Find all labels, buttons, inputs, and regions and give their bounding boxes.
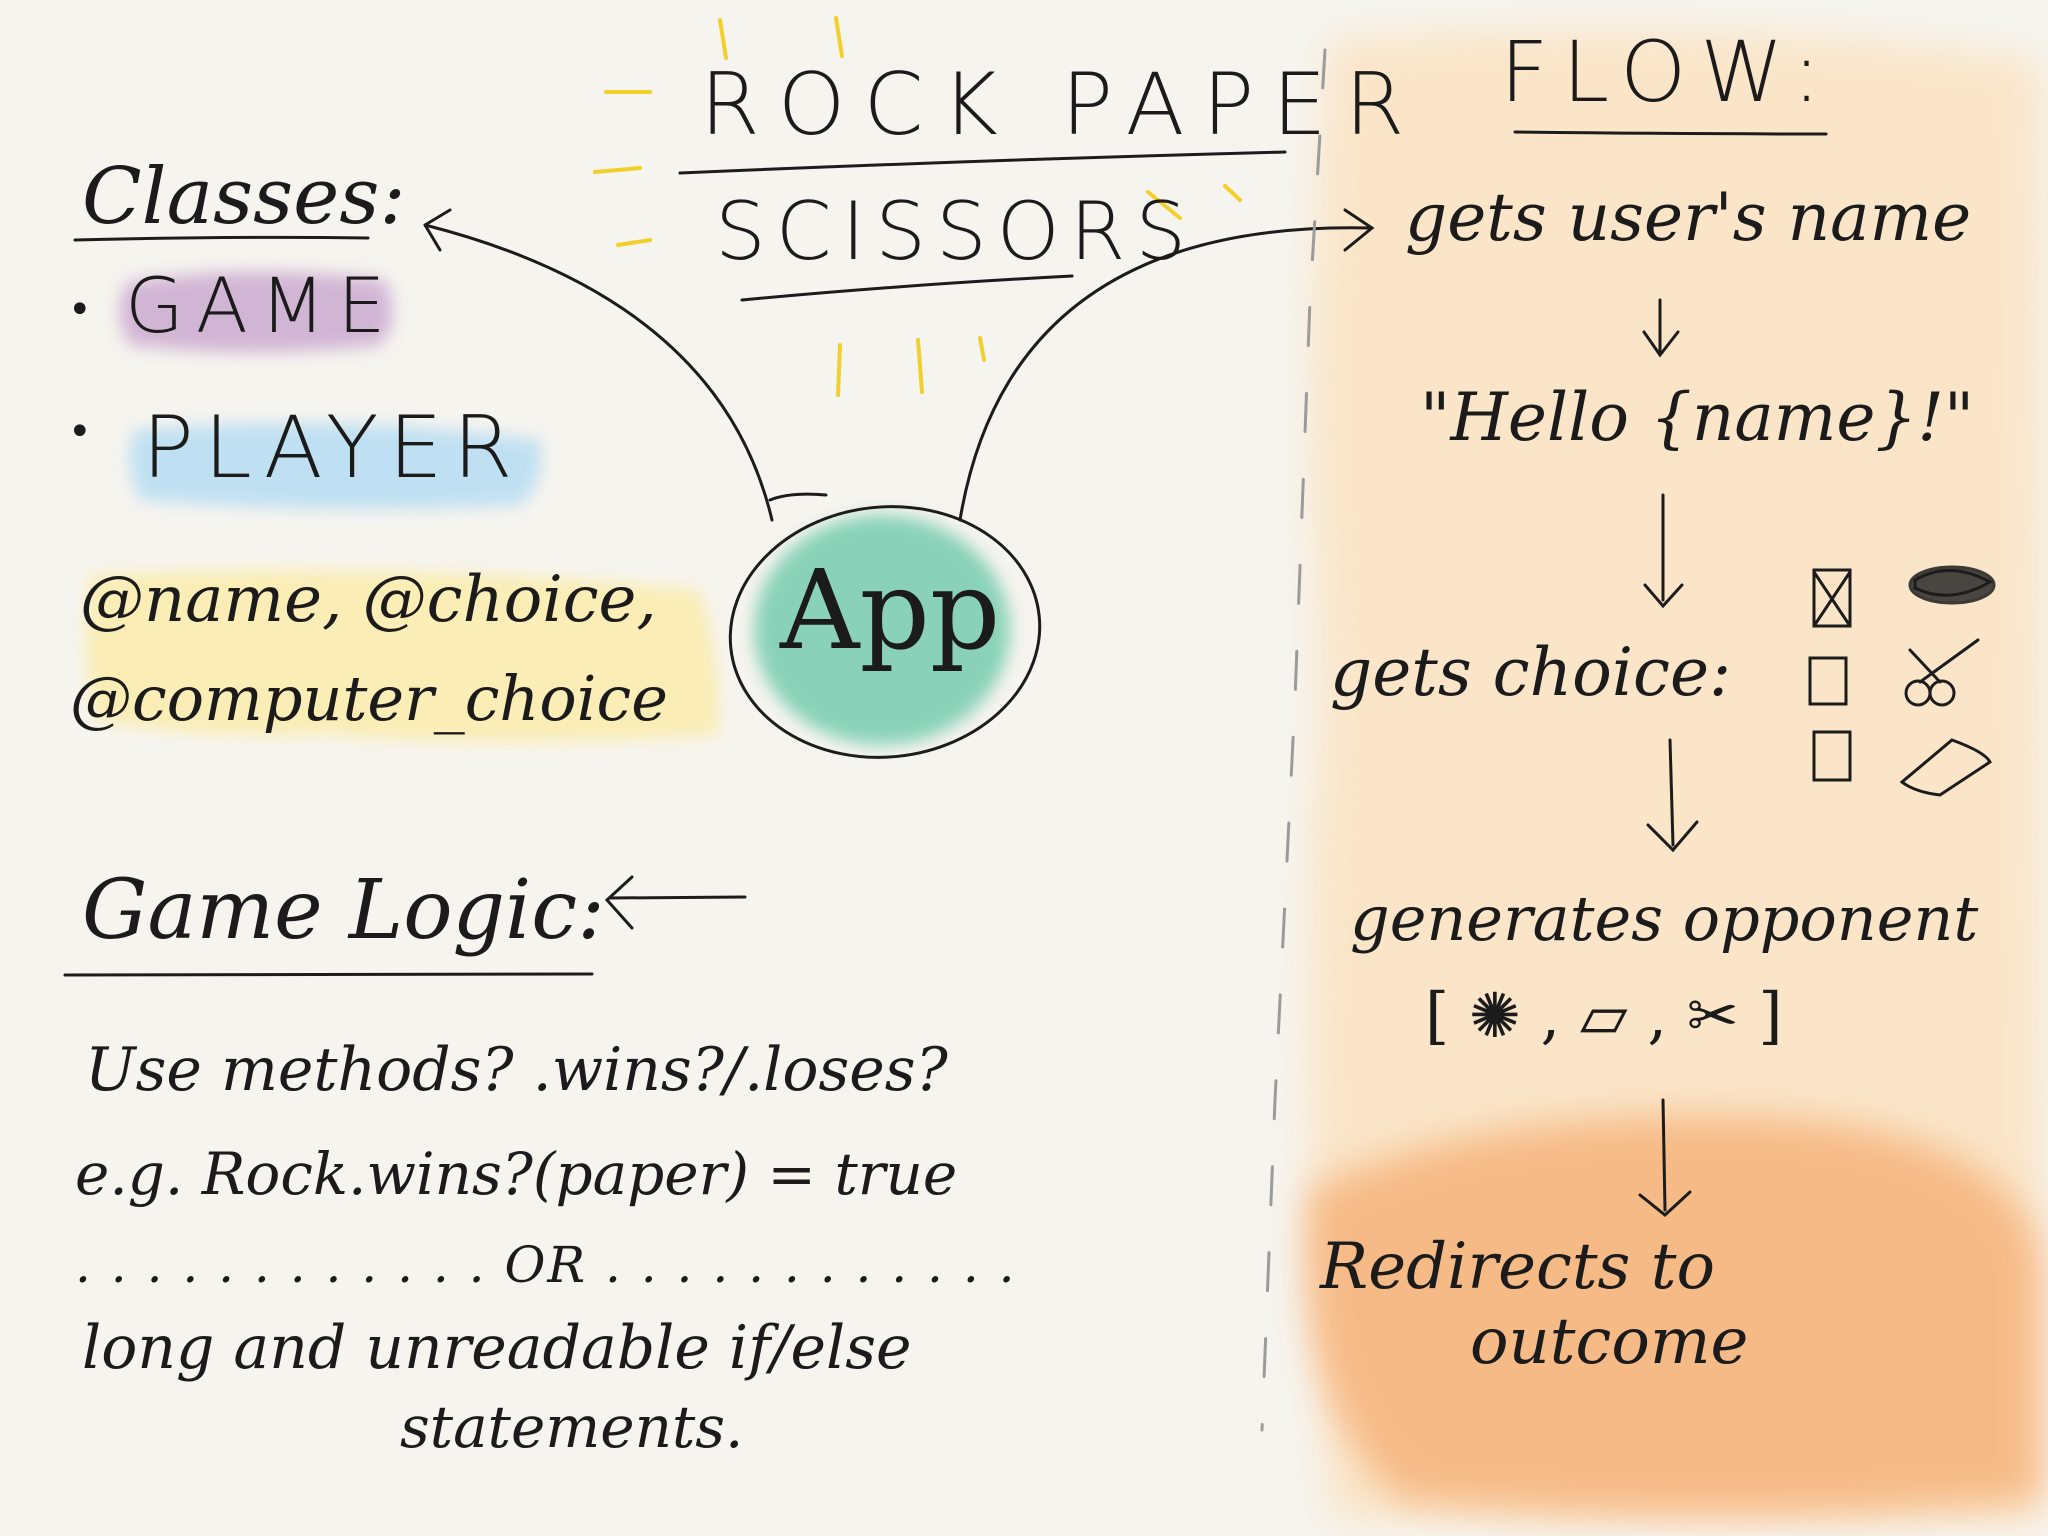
flow-heading: FLOW: — [1500, 23, 1835, 121]
app-label: App — [780, 546, 1001, 674]
game-logic-line-5: statements. — [400, 1393, 744, 1461]
outcome-wash — [1306, 1116, 2040, 1515]
attributes-line-1: @name, @choice, — [80, 563, 657, 637]
game-highlight — [119, 271, 393, 353]
classes-underline — [73, 235, 370, 242]
title-underline-2 — [740, 274, 1074, 302]
checkbox-checked-icon — [1812, 568, 1852, 628]
bullet-dot: • — [68, 409, 92, 455]
attributes-highlight — [86, 570, 720, 743]
app-blob — [754, 515, 1010, 745]
flow-step-generate: generates opponent — [1350, 882, 1979, 955]
paper-icon — [1899, 738, 1992, 797]
arrow-to-flow — [958, 226, 1372, 522]
flow-step-options: [ ✺ , ▱ , ✂ ] — [1425, 979, 1783, 1052]
checkbox-icon — [1812, 730, 1852, 782]
title-sparks — [593, 16, 1242, 397]
checkbox-icon — [1808, 656, 1848, 706]
flow-step-outcome: outcome — [1470, 1305, 1749, 1379]
flow-step-get-choice: gets choice: — [1330, 634, 1732, 711]
game-logic-heading: Game Logic: — [82, 863, 605, 958]
player-highlight — [129, 422, 542, 509]
arrow-to-game-logic — [608, 895, 747, 900]
game-logic-underline — [63, 972, 594, 977]
flow-underline — [1513, 130, 1828, 136]
classes-heading: Classes: — [82, 152, 406, 242]
bullet-dot: • — [68, 287, 92, 333]
game-logic-line-1: Use methods? .wins?/.loses? — [85, 1035, 948, 1105]
scissors-icon — [1904, 638, 1980, 707]
app-outline — [728, 505, 1042, 759]
flow-step-redirect: Redirects to — [1320, 1230, 1715, 1304]
class-item-game: GAME — [125, 261, 398, 350]
class-item-player: PLAYER — [142, 398, 523, 498]
flow-step-hello: "Hello {name}!" — [1420, 379, 1975, 456]
game-logic-line-4: long and unreadable if/else — [82, 1313, 912, 1383]
arrow-to-classes — [423, 223, 774, 522]
game-logic-line-3: . . . . . . . . . . . . OR . . . . . . .… — [75, 1236, 1017, 1294]
rock-icon — [1908, 565, 1996, 605]
flow-arrows — [1638, 298, 1699, 1217]
title-line-1: ROCK PAPER — [700, 55, 1423, 155]
title-line-2: SCISSORS — [715, 185, 1197, 278]
attributes-line-2: @computer_choice — [70, 662, 668, 735]
game-logic-line-2: e.g. Rock.wins?(paper) = true — [75, 1140, 958, 1208]
flow-step-get-name: gets user's name — [1405, 179, 1972, 256]
title-underline-1 — [678, 150, 1287, 175]
